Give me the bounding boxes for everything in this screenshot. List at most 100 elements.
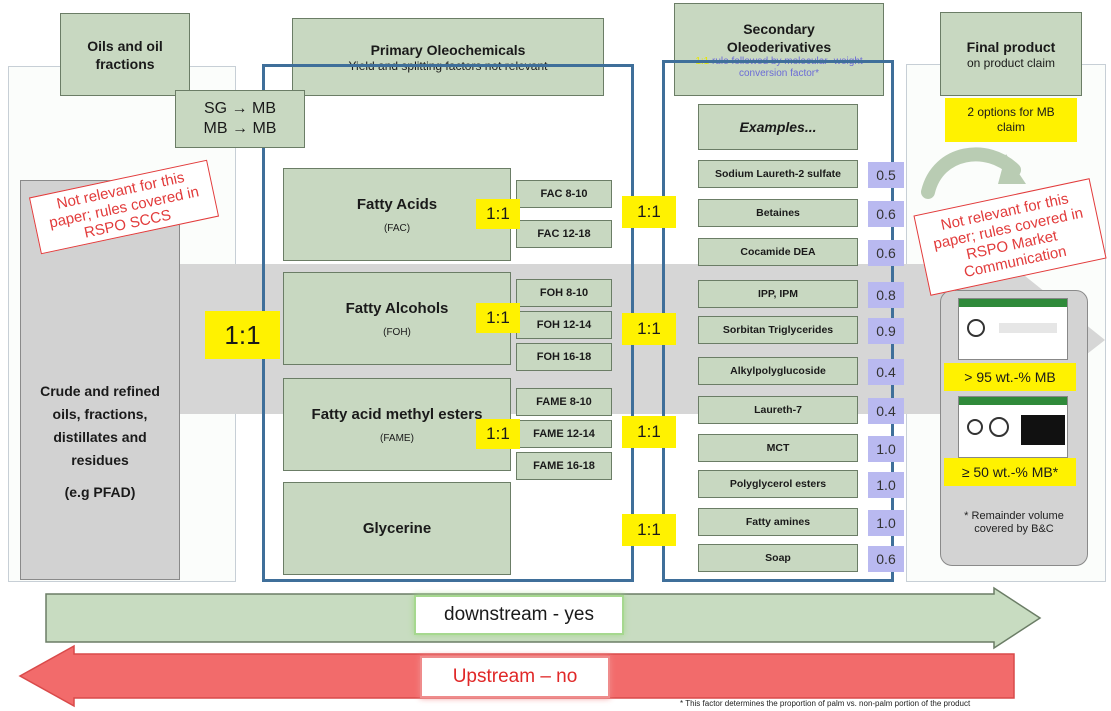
header-primary: Primary Oleochemicals Yield and splittin…	[292, 18, 604, 96]
examples-header: Examples...	[698, 104, 858, 150]
example-row: Polyglycerol esters	[698, 470, 858, 498]
remainder-note-label: * Remainder volume covered by B&C	[964, 510, 1064, 535]
claim-50-badge: ≥ 50 wt.-% MB*	[944, 458, 1076, 486]
example-row: MCT	[698, 434, 858, 462]
factor-badge: 0.6	[868, 240, 904, 266]
examples-label: Examples...	[739, 119, 817, 135]
upstream-label: Upstream – no	[452, 666, 578, 687]
product-label-thumbnail-2	[958, 396, 1068, 458]
factor-value: 0.6	[876, 206, 896, 222]
example-name: Alkylpolyglucoside	[730, 365, 826, 377]
primary-box-glycerine: Glycerine	[283, 482, 511, 575]
example-row: Alkylpolyglucoside	[698, 357, 858, 385]
chain-box: FAME 12-14	[516, 420, 612, 448]
chain-label: FAME 8-10	[536, 396, 592, 408]
factor-value: 0.5	[876, 167, 896, 183]
factor-value: 0.8	[876, 287, 896, 303]
example-name: IPP, IPM	[757, 288, 799, 300]
example-name: Cocamide DEA	[740, 246, 816, 258]
downstream-label-box: downstream - yes	[414, 595, 624, 635]
primary-name-fame: Fatty acid methyl esters	[311, 405, 483, 423]
chain-label: FAME 16-18	[533, 460, 595, 472]
mb-options-badge: 2 options for MB claim	[945, 98, 1077, 142]
factor-value: 0.4	[876, 403, 896, 419]
crude-oils-box: Crude and refined oils, fractions, disti…	[20, 180, 180, 580]
chain-box: FOH 12-14	[516, 311, 612, 339]
chain-label: FOH 8-10	[539, 287, 589, 299]
ratio-badge-fame: 1:1	[476, 419, 520, 449]
example-row: Sodium Laureth-2 sulfate	[698, 160, 858, 188]
example-name: Soap	[765, 552, 791, 564]
crude-oils-example: (e.g PFAD)	[64, 484, 136, 500]
ratio-badge-mid: 1:1	[622, 514, 676, 546]
upstream-label-box: Upstream – no	[420, 656, 610, 698]
factor-badge: 0.9	[868, 318, 904, 344]
factor-badge: 1.0	[868, 472, 904, 498]
curved-arrow-icon	[921, 147, 1026, 199]
factor-value: 0.9	[876, 323, 896, 339]
factor-badge: 0.6	[868, 201, 904, 227]
factor-value: 1.0	[876, 515, 896, 531]
sg-mb-line2: MB → MB	[203, 120, 277, 137]
example-name: Laureth-7	[754, 404, 802, 416]
factor-value: 0.4	[876, 364, 896, 380]
footnote: * This factor determines the proportion …	[680, 699, 1111, 709]
footnote-text: * This factor determines the proportion …	[680, 699, 971, 708]
ratio-label: 1:1	[637, 319, 661, 338]
header-secondary-title: Secondary Oleoderivatives	[726, 20, 832, 55]
mb-options-label: 2 options for MB claim	[967, 105, 1055, 134]
crude-oils-text: Crude and refined oils, fractions, disti…	[40, 383, 160, 468]
example-row: Fatty amines	[698, 508, 858, 536]
example-row: IPP, IPM	[698, 280, 858, 308]
chain-label: FAC 8-10	[540, 188, 588, 200]
ratio-badge-mid: 1:1	[622, 313, 676, 345]
factor-value: 1.0	[876, 477, 896, 493]
example-name: Sorbitan Triglycerides	[722, 324, 834, 336]
example-row: Laureth-7	[698, 396, 858, 424]
primary-name-glycerine: Glycerine	[362, 520, 432, 537]
chain-label: FAME 12-14	[533, 428, 595, 440]
header-oils: Oils and oil fractions	[60, 13, 190, 96]
example-name: Fatty amines	[745, 516, 811, 528]
example-name: Polyglycerol esters	[729, 478, 827, 490]
factor-value: 0.6	[876, 551, 896, 567]
claim-95-badge: > 95 wt.-% MB	[944, 363, 1076, 391]
chain-label: FOH 16-18	[536, 351, 592, 363]
ratio-label: 1:1	[486, 424, 510, 443]
header-final-subtitle: on product claim	[966, 55, 1056, 70]
primary-abbr-fatty-acids: (FAC)	[383, 222, 411, 234]
example-row: Sorbitan Triglycerides	[698, 316, 858, 344]
primary-box-fatty-acids: Fatty Acids (FAC)	[283, 168, 511, 261]
factor-value: 1.0	[876, 441, 896, 457]
primary-abbr-fame: (FAME)	[380, 432, 414, 444]
primary-name-fatty-acids: Fatty Acids	[356, 195, 438, 213]
factor-badge: 1.0	[868, 510, 904, 536]
chain-box: FOH 8-10	[516, 279, 612, 307]
chain-label: FAC 12-18	[537, 228, 591, 240]
big-ratio-badge: 1:1	[205, 311, 280, 359]
chain-box: FAC 12-18	[516, 220, 612, 248]
ratio-label: 1:1	[637, 202, 661, 221]
chain-box: FAME 16-18	[516, 452, 612, 480]
ratio-label: 1:1	[486, 204, 510, 223]
primary-box-fatty-alcohols: Fatty Alcohols (FOH)	[283, 272, 511, 365]
factor-value: 0.6	[876, 245, 896, 261]
factor-badge: 0.5	[868, 162, 904, 188]
chain-box: FOH 16-18	[516, 343, 612, 371]
ratio-badge-mid: 1:1	[622, 196, 676, 228]
header-final: Final product on product claim	[940, 12, 1082, 96]
sg-mb-line1: SG → MB	[203, 100, 276, 117]
factor-badge: 0.4	[868, 359, 904, 385]
example-name: Sodium Laureth-2 sulfate	[714, 168, 841, 180]
chain-label: FOH 12-14	[536, 319, 592, 331]
ratio-badge-foh: 1:1	[476, 303, 520, 333]
primary-box-fame: Fatty acid methyl esters (FAME)	[283, 378, 511, 471]
example-row: Betaines	[698, 199, 858, 227]
downstream-label: downstream - yes	[444, 604, 594, 625]
claim-50-label: ≥ 50 wt.-% MB*	[961, 464, 1059, 480]
ratio-badge-mid: 1:1	[622, 416, 676, 448]
example-row: Soap	[698, 544, 858, 572]
factor-badge: 0.4	[868, 398, 904, 424]
sg-mb-box: SG → MB MB → MB	[175, 90, 305, 148]
header-oils-label: Oils and oil fractions	[87, 37, 163, 72]
